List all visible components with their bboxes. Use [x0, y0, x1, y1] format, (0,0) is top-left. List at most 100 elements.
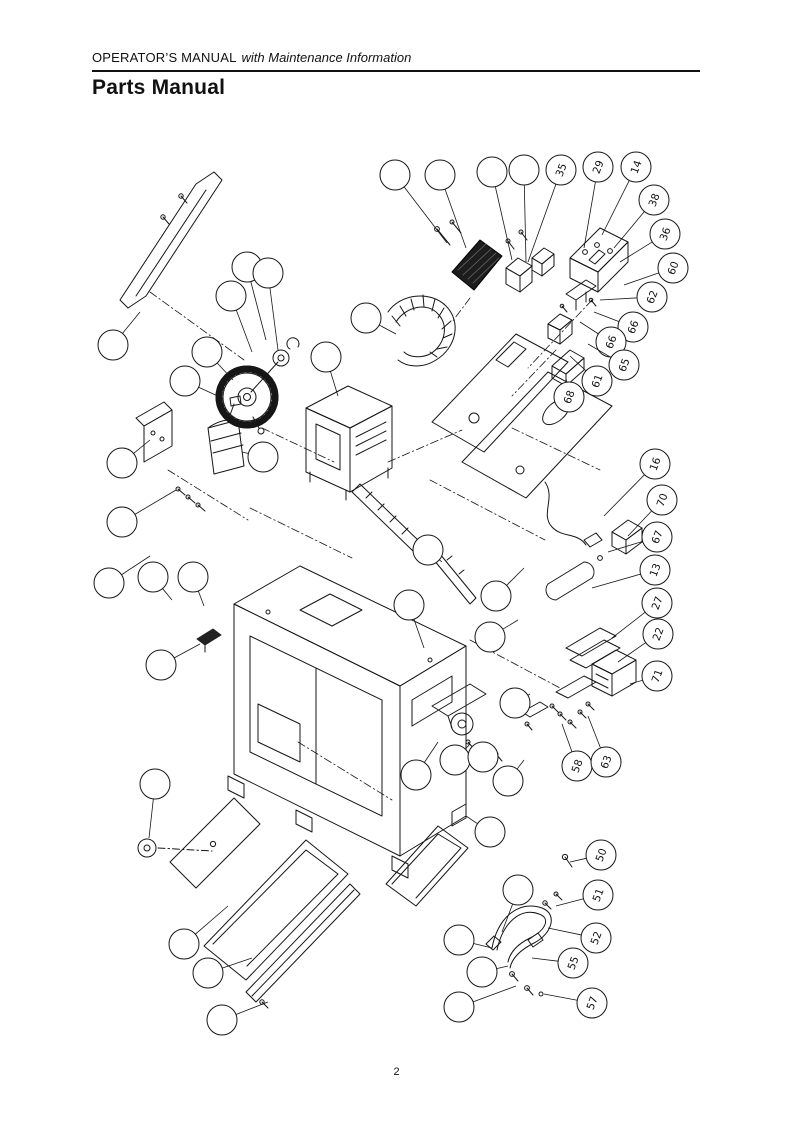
caster-assembly	[431, 683, 487, 736]
callout-circle	[97, 329, 129, 361]
callout-number: 14	[629, 159, 645, 176]
callout-leader-line	[122, 311, 141, 334]
callout-circle	[553, 381, 585, 413]
callout-circle	[576, 987, 608, 1019]
callout-circle	[443, 991, 475, 1023]
callout-50: 50	[569, 839, 617, 871]
callout-blank	[192, 957, 253, 989]
callout-62: 62	[599, 281, 668, 313]
callout-circle	[393, 589, 425, 621]
callout-circle	[499, 687, 531, 719]
callout-number: 38	[647, 192, 663, 209]
callout-circle	[639, 554, 671, 586]
callout-leader-line	[587, 715, 601, 749]
header-rule	[92, 70, 700, 72]
motor-mount-assembly	[549, 627, 637, 729]
callout-leader-line	[587, 343, 612, 358]
callout-circle	[424, 159, 456, 191]
callout-blank	[106, 489, 177, 538]
callout-blank	[241, 441, 279, 473]
callout-circle	[466, 956, 498, 988]
callout-number: 13	[648, 562, 664, 579]
callout-number: 66	[626, 319, 642, 336]
callout-leader-line	[198, 386, 223, 399]
callout-38: 38	[613, 184, 670, 249]
callout-blank	[137, 561, 173, 601]
callout-circle	[608, 349, 640, 381]
callout-circle	[350, 302, 382, 334]
callout-number: 50	[594, 847, 610, 864]
callout-leader-line	[561, 723, 573, 753]
callout-number: 70	[655, 492, 671, 509]
callout-leader-line	[501, 903, 514, 933]
callout-circle	[649, 218, 681, 250]
callout-70: 70	[627, 484, 678, 537]
callout-number: 62	[645, 289, 661, 306]
callout-leader-line	[523, 184, 527, 263]
callout-number: 57	[585, 995, 601, 1012]
callout-66: 66	[579, 321, 627, 358]
callout-circle	[617, 311, 649, 343]
callout-circle	[412, 534, 444, 566]
callout-leader-line	[593, 311, 620, 322]
linear-rail	[351, 483, 477, 605]
callout-leader-line	[148, 798, 154, 839]
callout-number: 65	[617, 357, 633, 374]
callout-blank	[412, 534, 444, 566]
callout-circle	[492, 765, 524, 797]
cover-panel	[385, 825, 469, 907]
callout-circle	[582, 151, 614, 183]
callout-number: 67	[650, 529, 666, 546]
callout-circle	[641, 521, 673, 553]
callout-leader-line	[611, 611, 646, 639]
callout-leader-line	[543, 993, 578, 1001]
callout-number: 71	[650, 668, 666, 685]
callout-circle	[581, 365, 613, 397]
header-title: OPERATOR’S MANUAL	[92, 50, 237, 65]
callout-number: 55	[566, 955, 582, 972]
section-title: Parts Manual	[92, 76, 226, 99]
callout-circle	[557, 947, 589, 979]
callout-circle	[646, 484, 678, 516]
callout-blank	[252, 257, 284, 351]
callout-71: 71	[629, 660, 673, 692]
callout-number: 35	[554, 162, 570, 179]
callout-blank	[499, 687, 531, 719]
clamp-block	[196, 628, 222, 653]
callout-leader-line	[197, 590, 205, 607]
callout-circle	[641, 587, 673, 619]
callout-blank	[400, 741, 439, 791]
callout-leader-line	[516, 759, 525, 770]
callout-leader-line	[216, 362, 234, 381]
callout-blank	[379, 159, 448, 244]
callout-number: 68	[562, 389, 578, 406]
callout-blank	[106, 439, 151, 479]
callout-leader-line	[162, 588, 173, 601]
callout-blank	[474, 619, 519, 653]
callout-blank	[215, 280, 253, 353]
callout-blank	[206, 1001, 269, 1036]
callout-leader-line	[423, 741, 439, 763]
callout-leader-line	[473, 943, 493, 949]
callout-leader-line	[464, 743, 471, 750]
callout-circle	[502, 874, 534, 906]
callout-55: 55	[531, 947, 589, 979]
callout-circle	[585, 839, 617, 871]
callout-leader-line	[494, 186, 513, 261]
callout-blank	[467, 741, 499, 773]
callout-blank	[169, 365, 223, 399]
callout-58: 58	[561, 723, 593, 782]
callout-circle	[467, 741, 499, 773]
callout-number: 29	[591, 159, 607, 176]
callout-16: 16	[603, 448, 671, 517]
callout-leader-line	[629, 679, 643, 685]
callout-blank	[168, 905, 229, 960]
callout-leader-line	[134, 489, 177, 515]
callout-leader-line	[506, 567, 525, 586]
callout-66: 66	[593, 311, 649, 343]
callout-leader-line	[174, 643, 201, 659]
callout-circle	[137, 561, 169, 593]
callout-22: 22	[617, 618, 674, 663]
callout-circle	[636, 281, 668, 313]
